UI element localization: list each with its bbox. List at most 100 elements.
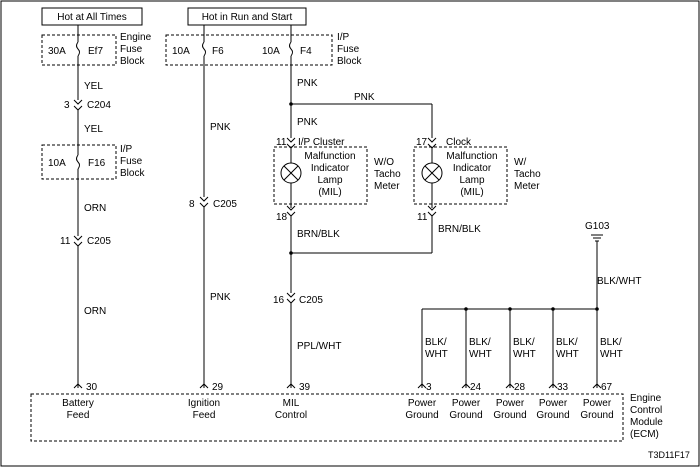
c205-left-pin: 11 xyxy=(60,236,71,247)
ecm-pin-3: 3 xyxy=(426,382,432,393)
ecm-module-3: Module xyxy=(630,417,663,428)
wire-pplwht-label: PPL/WHT xyxy=(297,341,341,352)
hot-run-label: Hot in Run and Start xyxy=(202,12,293,23)
figure-id: T3D11F17 xyxy=(648,450,690,460)
blkwht-4b: WHT xyxy=(556,349,579,360)
c205-mid-label: C205 xyxy=(213,199,237,210)
blkwht-1a: BLK/ xyxy=(425,337,447,348)
wire-pnk-down-label: PNK xyxy=(297,117,318,128)
c205-left-label: C205 xyxy=(87,236,111,247)
variant-left-1: W/O xyxy=(374,157,394,168)
blkwht-3a: BLK/ xyxy=(513,337,535,348)
ip-fuse-left-label-2: Fuse xyxy=(120,156,143,167)
wire-pnk-mid-label-1: PNK xyxy=(210,122,231,133)
mil-lamp-left-cross xyxy=(283,165,299,181)
ecm-module-1: Engine xyxy=(630,393,662,404)
ecm-pin-28-icon xyxy=(505,383,515,389)
connector-c205-mil-icon xyxy=(286,292,296,304)
wire-yel-label-1: YEL xyxy=(84,81,103,92)
clock-cluster-box xyxy=(413,146,508,205)
ecm-label-pg1-2: Ground xyxy=(405,410,438,421)
wire-orn-label-1: ORN xyxy=(84,203,106,214)
ip-fuse-top-label-3: Block xyxy=(337,56,362,67)
wire-orn-label-2: ORN xyxy=(84,306,106,317)
cluster-right-pin-bottom: 11 xyxy=(417,212,428,223)
wire-yel-label-2: YEL xyxy=(84,124,103,135)
blkwht-1b: WHT xyxy=(425,349,448,360)
ecm-pin-24: 24 xyxy=(470,382,482,393)
ip-fuse-top-label-2: Fuse xyxy=(337,44,360,55)
engine-fuse-label-1: Engine xyxy=(120,32,152,43)
c205-mil-pin: 16 xyxy=(273,295,285,306)
ecm-label-ign-2: Feed xyxy=(193,410,216,421)
cluster-right-pin-top: 17 xyxy=(416,137,428,148)
mil-left-text-3: Lamp xyxy=(317,175,342,186)
wire-pnk-bridge-label: PNK xyxy=(354,92,375,103)
ecm-box xyxy=(30,393,624,442)
variant-right-2: Tacho xyxy=(514,169,541,180)
fuse-f4-icon xyxy=(289,41,293,57)
ecm-module-2: Control xyxy=(630,405,662,416)
connector-c205-mid-icon xyxy=(199,196,209,208)
blkwht-3b: WHT xyxy=(513,349,536,360)
cluster-left-pin-top: 11 xyxy=(276,137,287,148)
ecm-pin-67: 67 xyxy=(601,382,613,393)
g103-label: G103 xyxy=(585,221,610,232)
mil-lamp-right-cross xyxy=(424,165,440,181)
variant-right-1: W/ xyxy=(514,157,526,168)
f4-name: F4 xyxy=(300,46,312,57)
fuse-f6-icon xyxy=(202,41,206,57)
cluster-left-connector: I/P Cluster xyxy=(298,137,345,148)
ecm-label-pg5-1: Power xyxy=(583,398,612,409)
c205-mid-pin: 8 xyxy=(189,199,195,210)
f4-amp: 10A xyxy=(262,46,280,57)
wire-brnblk-label-2: BRN/BLK xyxy=(438,224,481,235)
c204-label: C204 xyxy=(87,100,111,111)
c204-pin: 3 xyxy=(64,100,70,111)
ecm-label-pg1-1: Power xyxy=(408,398,437,409)
ip-fuse-block-left xyxy=(41,144,117,180)
splice-dot-brnblk xyxy=(289,251,293,255)
ecm-label-ign-1: Ignition xyxy=(188,398,220,409)
engine-fuse-block xyxy=(41,34,117,66)
variant-left-3: Meter xyxy=(374,181,400,192)
ecm-label-pg2-1: Power xyxy=(452,398,481,409)
ecm-label-pg5-2: Ground xyxy=(580,410,613,421)
variant-right-3: Meter xyxy=(514,181,540,192)
ecm-pin-29-icon xyxy=(199,383,209,389)
mil-right-text-2: Indicator xyxy=(453,163,492,174)
wire-pnk-f4-label: PNK xyxy=(297,78,318,89)
blkwht-2a: BLK/ xyxy=(469,337,491,348)
ecm-pin-30-icon xyxy=(73,383,83,389)
ecm-pin-3-icon xyxy=(417,383,427,389)
mil-right-text-1: Malfunction xyxy=(446,151,497,162)
ecm-label-pg3-1: Power xyxy=(496,398,525,409)
ecm-label-pg4-2: Ground xyxy=(536,410,569,421)
connector-c205-left-icon xyxy=(73,235,83,247)
ecm-pin-33-icon xyxy=(548,383,558,389)
mil-right-text-3: Lamp xyxy=(459,175,484,186)
splice-dot-g4 xyxy=(551,307,555,311)
engine-fuse-label-3: Block xyxy=(120,56,145,67)
hot-always-box xyxy=(41,7,143,26)
c205-mil-label: C205 xyxy=(299,295,323,306)
f6-name: F6 xyxy=(212,46,224,57)
mil-right-text-4: (MIL) xyxy=(460,187,483,198)
blkwht-2b: WHT xyxy=(469,349,492,360)
ecm-label-pg4-1: Power xyxy=(539,398,568,409)
splice-dot-g2 xyxy=(464,307,468,311)
wire-pnk-mid-label-2: PNK xyxy=(210,292,231,303)
ef7-amp: 30A xyxy=(48,46,66,57)
ecm-label-mil-2: Control xyxy=(275,410,307,421)
blkwht-5a: BLK/ xyxy=(600,337,622,348)
wire-brnblk-label-1: BRN/BLK xyxy=(297,229,340,240)
ecm-pin-33: 33 xyxy=(557,382,569,393)
splice-dot-g3 xyxy=(508,307,512,311)
ecm-pin-29: 29 xyxy=(212,382,224,393)
ecm-pin-30: 30 xyxy=(86,382,98,393)
ip-fuse-block-top xyxy=(165,34,333,66)
wire-blkwht-main-label: BLK/WHT xyxy=(597,276,641,287)
ecm-label-mil-1: MIL xyxy=(283,398,300,409)
